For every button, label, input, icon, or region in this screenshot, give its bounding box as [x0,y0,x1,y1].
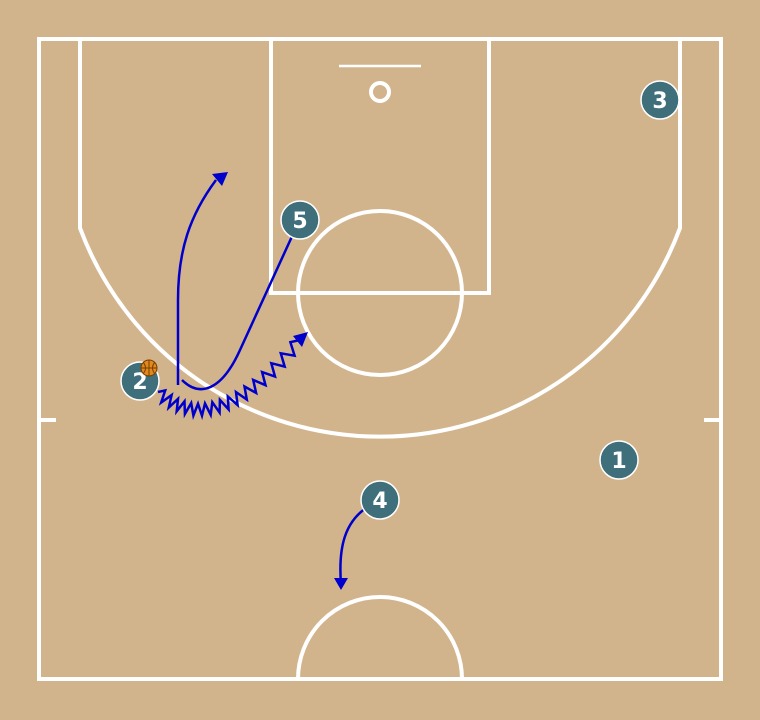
movement-dribble-arrowhead [293,332,308,347]
movement-cut-player-5 [181,231,296,391]
player-3-label: 3 [652,89,667,114]
player-2-label: 2 [132,370,147,395]
movement-dribble-player-2 [157,338,301,421]
basketball-icon [140,359,158,377]
player-4-marker [360,480,400,520]
free-throw-circle [296,209,464,377]
movement-cut-player-4-arrowhead [334,578,348,590]
player-3: 3 [640,80,680,120]
movement-cut-player-2-arrowhead [212,172,228,186]
player-4: 4 [360,480,400,520]
player-1: 1 [599,440,639,480]
movement-cut-player-2 [176,179,218,385]
three-point-line [78,39,682,439]
player-4-label: 4 [372,489,387,514]
player-2: 2 [120,359,160,401]
player-5: 5 [280,200,320,240]
player-1-label: 1 [611,449,626,474]
movement-cut-player-4 [339,506,367,585]
player-3-marker [640,80,680,120]
player-5-marker [280,200,320,240]
player-1-marker [599,440,639,480]
rim [369,81,391,103]
player-5-label: 5 [292,209,307,234]
key-lane [269,37,491,295]
center-circle [296,595,464,680]
